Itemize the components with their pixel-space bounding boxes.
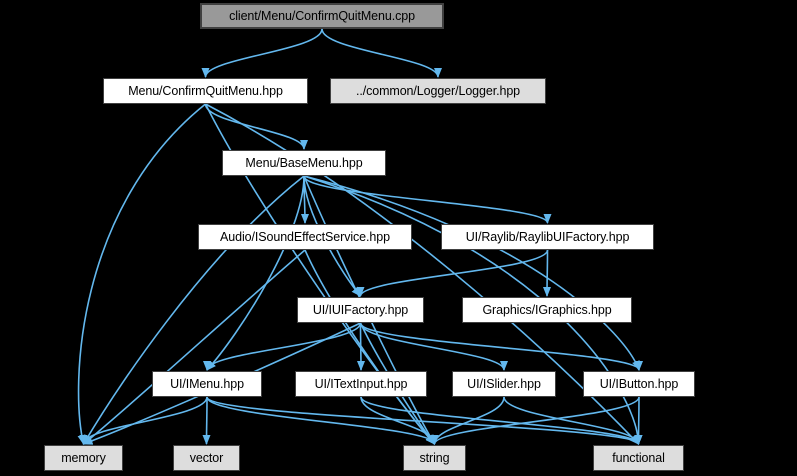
graph-node-basemenu-hpp[interactable]: Menu/BaseMenu.hpp (222, 150, 386, 176)
graph-node-label: Menu/ConfirmQuitMenu.hpp (128, 85, 283, 98)
graph-node-logger-hpp[interactable]: ../common/Logger/Logger.hpp (330, 78, 546, 104)
graph-node-confirmquitmenu-cpp[interactable]: client/Menu/ConfirmQuitMenu.cpp (200, 3, 444, 29)
graph-node-confirmquitmenu-hpp[interactable]: Menu/ConfirmQuitMenu.hpp (103, 78, 308, 104)
graph-node-isoundeffectservice-hpp[interactable]: Audio/ISoundEffectService.hpp (198, 224, 412, 250)
graph-edge-basemenu-hpp-to-imenu-hpp (207, 176, 304, 370)
graph-edge-iuifactory-hpp-to-ibutton-hpp (361, 323, 640, 370)
graph-edge-iuifactory-hpp-to-itextinput-hpp (361, 323, 362, 370)
graph-node-label: UI/IButton.hpp (600, 378, 679, 391)
graph-node-label: Menu/BaseMenu.hpp (245, 157, 362, 170)
graph-edge-ibutton-hpp-to-string (435, 397, 640, 444)
graph-node-islider-hpp[interactable]: UI/ISlider.hpp (452, 371, 556, 397)
graph-node-itextinput-hpp[interactable]: UI/ITextInput.hpp (295, 371, 427, 397)
graph-node-raylibuifactory-hpp[interactable]: UI/Raylib/RaylibUIFactory.hpp (441, 224, 654, 250)
graph-node-label: UI/IMenu.hpp (170, 378, 244, 391)
graph-node-label: UI/IUIFactory.hpp (313, 304, 408, 317)
graph-edge-iuifactory-hpp-to-imenu-hpp (207, 323, 361, 370)
graph-edge-basemenu-hpp-to-raylibuifactory-hpp (304, 176, 548, 223)
graph-edge-confirmquitmenu-hpp-to-basemenu-hpp (206, 104, 305, 149)
graph-edge-confirmquitmenu-cpp-to-confirmquitmenu-hpp (206, 29, 323, 77)
graph-node-label: functional (612, 452, 665, 465)
graph-edge-ibutton-hpp-to-functional (639, 397, 640, 444)
graph-node-label: memory (61, 452, 106, 465)
graph-node-label: Graphics/IGraphics.hpp (482, 304, 611, 317)
graph-node-imenu-hpp[interactable]: UI/IMenu.hpp (152, 371, 262, 397)
graph-node-functional[interactable]: functional (593, 445, 684, 471)
graph-node-label: UI/ISlider.hpp (467, 378, 541, 391)
graph-node-label: Audio/ISoundEffectService.hpp (220, 231, 390, 244)
graph-node-label: string (420, 452, 450, 465)
graph-edge-raylibuifactory-hpp-to-igraphics-hpp (547, 250, 548, 296)
graph-node-label: ../common/Logger/Logger.hpp (356, 85, 520, 98)
graph-node-string[interactable]: string (403, 445, 466, 471)
graph-node-label: UI/Raylib/RaylibUIFactory.hpp (466, 231, 630, 244)
graph-node-label: client/Menu/ConfirmQuitMenu.cpp (229, 10, 415, 23)
graph-edge-imenu-hpp-to-vector (207, 397, 208, 444)
graph-node-iuifactory-hpp[interactable]: UI/IUIFactory.hpp (297, 297, 424, 323)
graph-node-label: UI/ITextInput.hpp (315, 378, 408, 391)
graph-node-igraphics-hpp[interactable]: Graphics/IGraphics.hpp (462, 297, 632, 323)
graph-node-ibutton-hpp[interactable]: UI/IButton.hpp (583, 371, 695, 397)
graph-node-memory[interactable]: memory (44, 445, 123, 471)
graph-node-vector[interactable]: vector (173, 445, 240, 471)
graph-node-label: vector (190, 452, 223, 465)
graph-edge-confirmquitmenu-cpp-to-logger-hpp (322, 29, 438, 77)
